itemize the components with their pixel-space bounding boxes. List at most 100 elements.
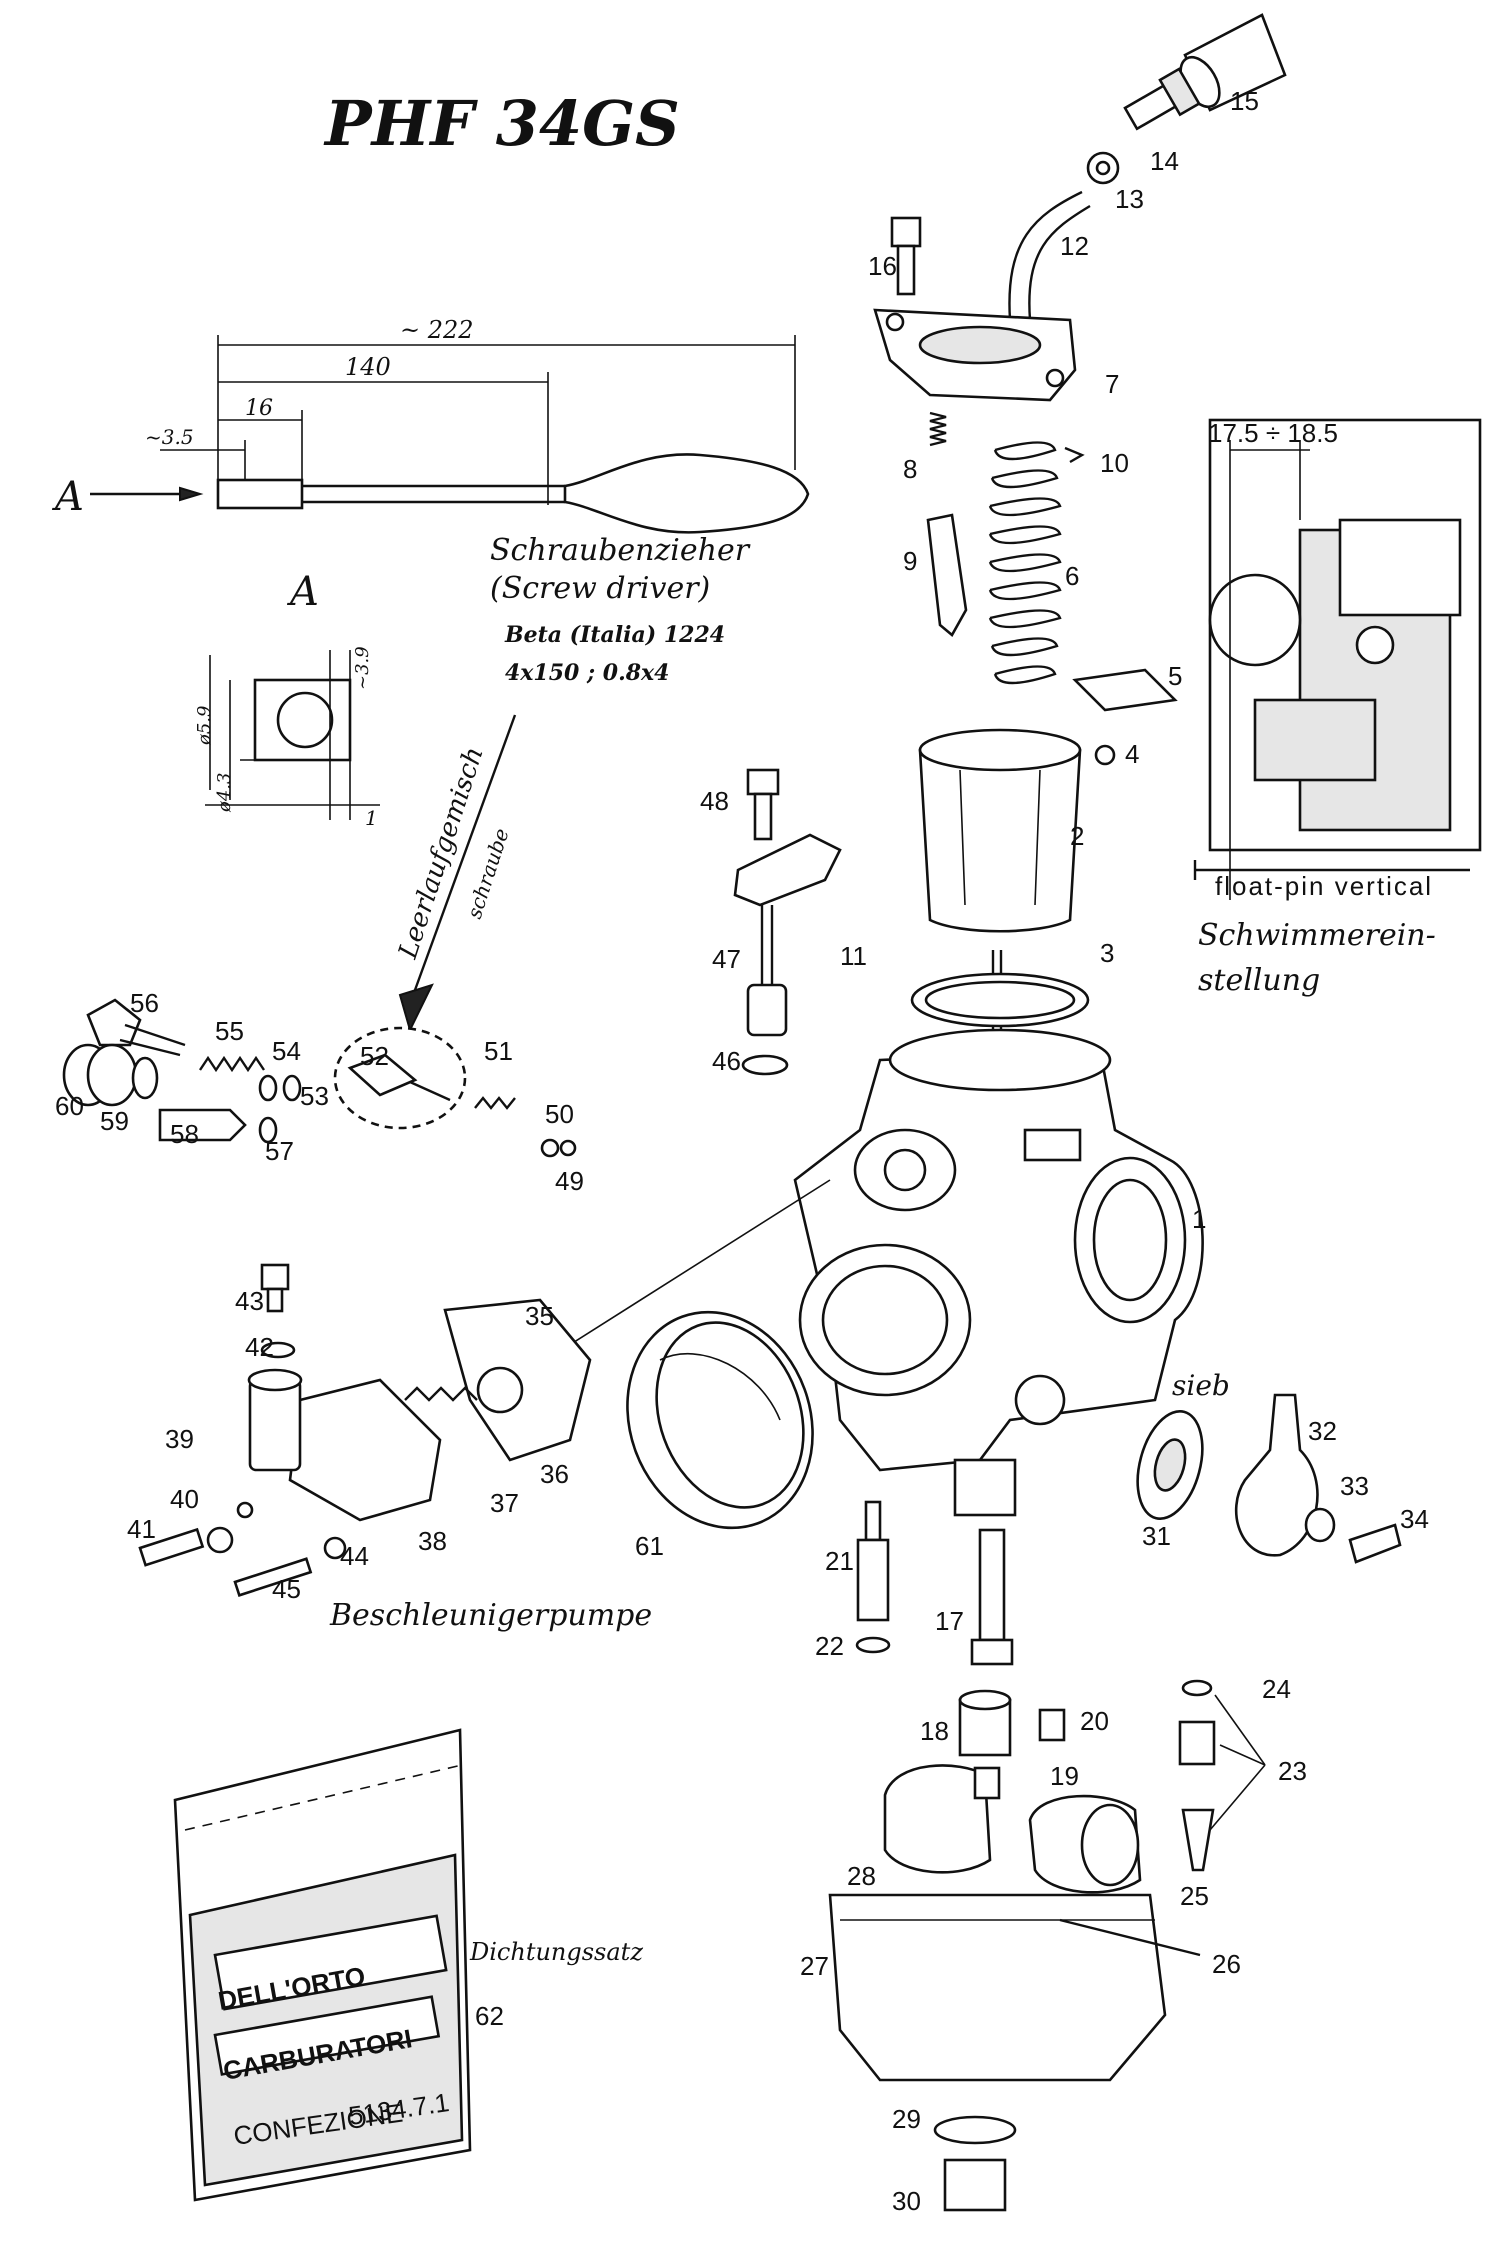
part-label: 61	[635, 1531, 664, 1561]
part-label: 58	[170, 1119, 199, 1149]
view-a-label: A	[286, 569, 319, 615]
carb-body	[529, 1028, 1204, 1517]
part-label: 47	[712, 944, 741, 974]
part-label: 1	[1192, 1204, 1206, 1234]
dim-5-9: ø5.9	[194, 706, 215, 746]
part-label: 30	[892, 2186, 921, 2216]
pump-group	[138, 1263, 592, 1597]
part-label: 57	[265, 1136, 294, 1166]
right-lower-group	[1136, 1393, 1402, 1564]
part-label: 14	[1150, 146, 1179, 176]
part-label: 5	[1168, 661, 1182, 691]
tool-brand: Beta (Italia) 1224	[504, 622, 725, 648]
part-label: 16	[868, 251, 897, 281]
view-a-detail	[205, 650, 380, 820]
float-setting-2: stellung	[1198, 963, 1320, 998]
part-label: 19	[1050, 1761, 1079, 1791]
part-label: 9	[903, 546, 917, 576]
part-label: 36	[540, 1459, 569, 1489]
part-label: 6	[1065, 561, 1079, 591]
arrow-a-label: A	[51, 474, 84, 520]
part-label: 26	[1212, 1949, 1241, 1979]
part-label: 39	[165, 1424, 194, 1454]
part-label: 8	[903, 454, 917, 484]
part-label: 44	[340, 1541, 369, 1571]
diagram-title: PHF 34GS	[323, 87, 680, 160]
part-label: 35	[525, 1301, 554, 1331]
part-label: 24	[1262, 1674, 1291, 1704]
part-label: 4	[1125, 739, 1139, 769]
part-label: 60	[55, 1091, 84, 1121]
top-stack	[873, 13, 1287, 1035]
part-label: 59	[100, 1106, 129, 1136]
part-label: 27	[800, 1951, 829, 1981]
dim-16: 16	[245, 396, 273, 421]
part-label: 40	[170, 1484, 199, 1514]
float-setting-1: Schwimmerein-	[1198, 918, 1436, 953]
part-label: 50	[545, 1099, 574, 1129]
part-label: 33	[1340, 1471, 1369, 1501]
choke-group	[733, 768, 842, 1076]
part-label: 25	[1180, 1881, 1209, 1911]
part-label: 42	[245, 1332, 274, 1362]
part-label: 51	[484, 1036, 513, 1066]
idle-group	[62, 998, 577, 1158]
part-label: 2	[1070, 821, 1084, 851]
float-inset	[1193, 418, 1482, 900]
dim-3-9: ~3.9	[352, 646, 373, 690]
part-labels: 1 2 3 4 5 6 7 8 9 10 11 12 13 14 15 16 1…	[55, 86, 1429, 2216]
part-label: 3	[1100, 938, 1114, 968]
part-label: 17	[935, 1606, 964, 1636]
intake-ring	[626, 1310, 814, 1530]
float-pin-note: float-pin vertical	[1215, 871, 1433, 901]
part-label: 15	[1230, 86, 1259, 116]
tool-spec: 4x150 ; 0.8x4	[505, 660, 669, 686]
dim-140: 140	[345, 353, 391, 381]
part-label: 49	[555, 1166, 584, 1196]
part-label: 46	[712, 1046, 741, 1076]
part-label: 45	[272, 1574, 301, 1604]
note-sieb: sieb	[1172, 1369, 1230, 1402]
part-label: 34	[1400, 1504, 1429, 1534]
note-gasket: Dichtungssatz	[469, 1938, 643, 1966]
float-dim: 17.5 ÷ 18.5	[1208, 418, 1338, 448]
dim-total: ~ 222	[400, 316, 474, 344]
part-label: 31	[1142, 1521, 1171, 1551]
part-label: 55	[215, 1016, 244, 1046]
part-label: 18	[920, 1716, 949, 1746]
dim-3-5: ~3.5	[145, 425, 194, 449]
part-label: 7	[1105, 369, 1119, 399]
screwdriver-drawing	[90, 335, 810, 534]
part-label: 10	[1100, 448, 1129, 478]
tool-name-de: Schraubenzieher	[490, 533, 751, 568]
part-label: 21	[825, 1546, 854, 1576]
part-label: 22	[815, 1631, 844, 1661]
part-label: 12	[1060, 231, 1089, 261]
dim-4-3: ø4.3	[214, 773, 235, 813]
part-label: 11	[840, 941, 867, 971]
lower-group	[828, 1500, 1266, 2212]
part-label: 43	[235, 1286, 264, 1316]
part-label: 37	[490, 1488, 519, 1518]
part-label: 41	[127, 1514, 156, 1544]
part-label: 48	[700, 786, 729, 816]
part-label: 62	[475, 2001, 504, 2031]
part-label: 32	[1308, 1416, 1337, 1446]
part-label: 38	[418, 1526, 447, 1556]
tool-name-en: (Screw driver)	[490, 571, 710, 606]
part-label: 54	[272, 1036, 301, 1066]
part-label: 53	[300, 1081, 329, 1111]
dim-1: 1	[365, 806, 378, 830]
note-idle-screw-1: Leerlaufgemisch	[393, 743, 490, 963]
part-label: 56	[130, 988, 159, 1018]
part-label: 20	[1080, 1706, 1109, 1736]
note-pump: Beschleunigerpumpe	[329, 1598, 652, 1633]
part-label: 28	[847, 1861, 876, 1891]
part-label: 23	[1278, 1756, 1307, 1786]
gasket-bag	[173, 1728, 472, 2202]
part-label: 13	[1115, 184, 1144, 214]
part-label: 52	[360, 1041, 389, 1071]
part-label: 29	[892, 2104, 921, 2134]
